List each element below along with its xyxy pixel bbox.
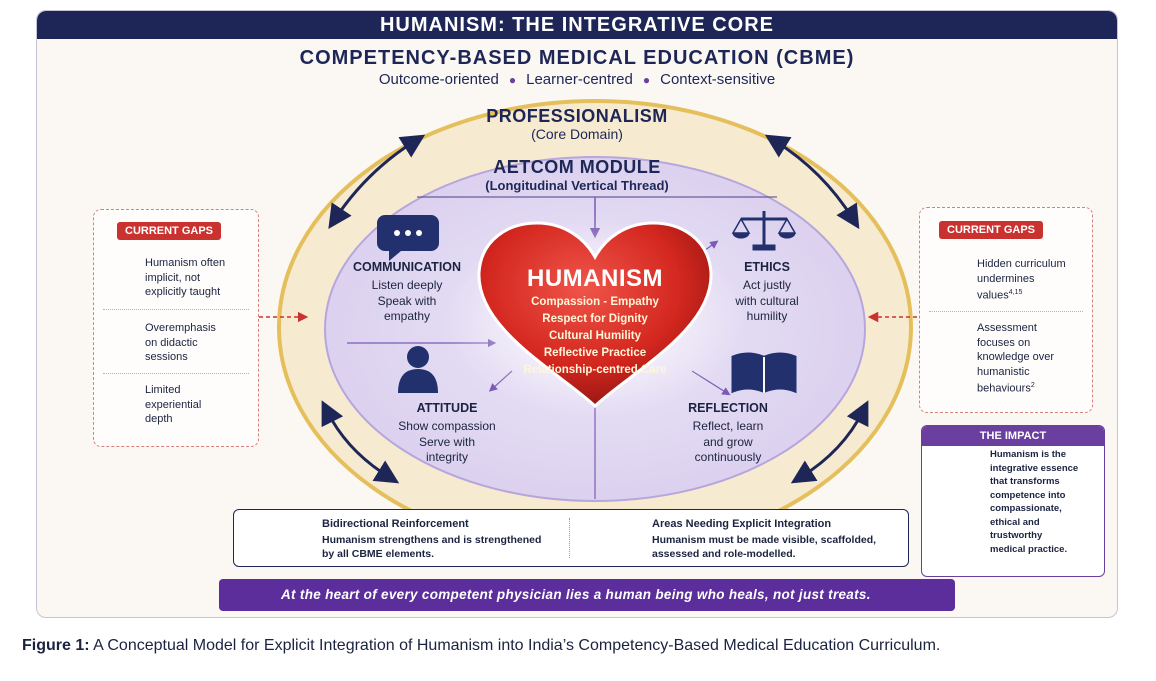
left-gaps-box xyxy=(93,209,259,447)
impact-label: THE IMPACT xyxy=(922,426,1104,446)
right-gaps-label: CURRENT GAPS xyxy=(939,221,1044,239)
left-gaps-label: CURRENT GAPS xyxy=(117,222,222,240)
person-icon xyxy=(398,346,438,393)
professionalism-title: PROFESSIONALISM xyxy=(486,106,668,126)
domain-name: ATTITUDE xyxy=(416,401,478,415)
aetcom-subtitle: (Longitudinal Vertical Thread) xyxy=(485,178,669,193)
banner-title: HUMANISM: THE INTEGRATIVE CORE xyxy=(37,11,1117,39)
footer-quote: At the heart of every competent physicia… xyxy=(281,587,871,602)
heart-icon xyxy=(477,221,713,409)
cbme-title: COMPETENCY-BASED MEDICAL EDUCATION (CBME… xyxy=(299,47,855,69)
domain-name: COMMUNICATION xyxy=(352,260,462,274)
aetcom-title: AETCOM MODULE xyxy=(493,157,661,177)
legend-integration-title: Areas Needing Explicit Integration xyxy=(652,518,832,530)
speech-bubble-icon xyxy=(377,215,439,261)
scales-icon xyxy=(731,211,797,251)
humanism-value: Respect for Dignity xyxy=(542,313,648,325)
humanism-title: HUMANISM xyxy=(527,265,663,292)
footer-quote-bar: At the heart of every competent physicia… xyxy=(219,579,955,611)
humanism-value: Relationship-centred Care xyxy=(523,364,667,376)
open-book-icon xyxy=(731,352,797,394)
legend-bidirectional-text: Humanism strengthens and is strengthened… xyxy=(322,534,542,560)
divider xyxy=(929,311,1083,312)
bullet-dot-icon: ● xyxy=(508,73,517,87)
concentric-model-diagram xyxy=(101,99,983,611)
legend-box: Bidirectional Reinforcement Humanism str… xyxy=(233,509,909,567)
cbme-attribute: Learner-centred xyxy=(526,71,633,88)
divider xyxy=(103,309,249,310)
cbme-attribute: Outcome-oriented xyxy=(378,71,499,88)
humanism-value: Reflective Practice xyxy=(543,347,647,359)
cbme-attributes: Outcome-oriented ● Learner-centred ● Context… xyxy=(37,71,1117,88)
domain-name: REFLECTION xyxy=(688,401,768,415)
humanism-value: Cultural Humility xyxy=(548,330,641,342)
bidirectional-arrow-icon xyxy=(764,134,860,230)
legend-divider xyxy=(569,518,570,558)
figure-frame: HUMANISM: THE INTEGRATIVE CORE COMPETENC… xyxy=(36,10,1118,618)
caption-label: Figure 1: xyxy=(22,637,90,654)
right-gaps-box xyxy=(919,207,1093,413)
caption-text: A Conceptual Model for Explicit Integrat… xyxy=(93,637,941,654)
humanism-value: Compassion - Empathy xyxy=(531,296,659,308)
bidirectional-arrow-icon xyxy=(321,400,400,484)
humanism-values: Compassion - Empathy Respect for Dignity… xyxy=(484,294,706,379)
professionalism-subtitle: (Core Domain) xyxy=(531,126,623,142)
bullet-dot-icon: ● xyxy=(642,73,651,87)
cbme-attribute: Context-sensitive xyxy=(660,71,776,88)
legend-integration-text: Humanism must be made visible, scaffolde… xyxy=(652,534,877,560)
divider xyxy=(103,373,249,374)
domain-name: ETHICS xyxy=(744,260,790,274)
bidirectional-arrow-icon xyxy=(790,400,869,484)
bidirectional-arrow-icon xyxy=(328,134,426,229)
legend-bidirectional-title: Bidirectional Reinforcement xyxy=(322,518,469,530)
figure-caption: Figure 1: A Conceptual Model for Explici… xyxy=(22,637,940,655)
